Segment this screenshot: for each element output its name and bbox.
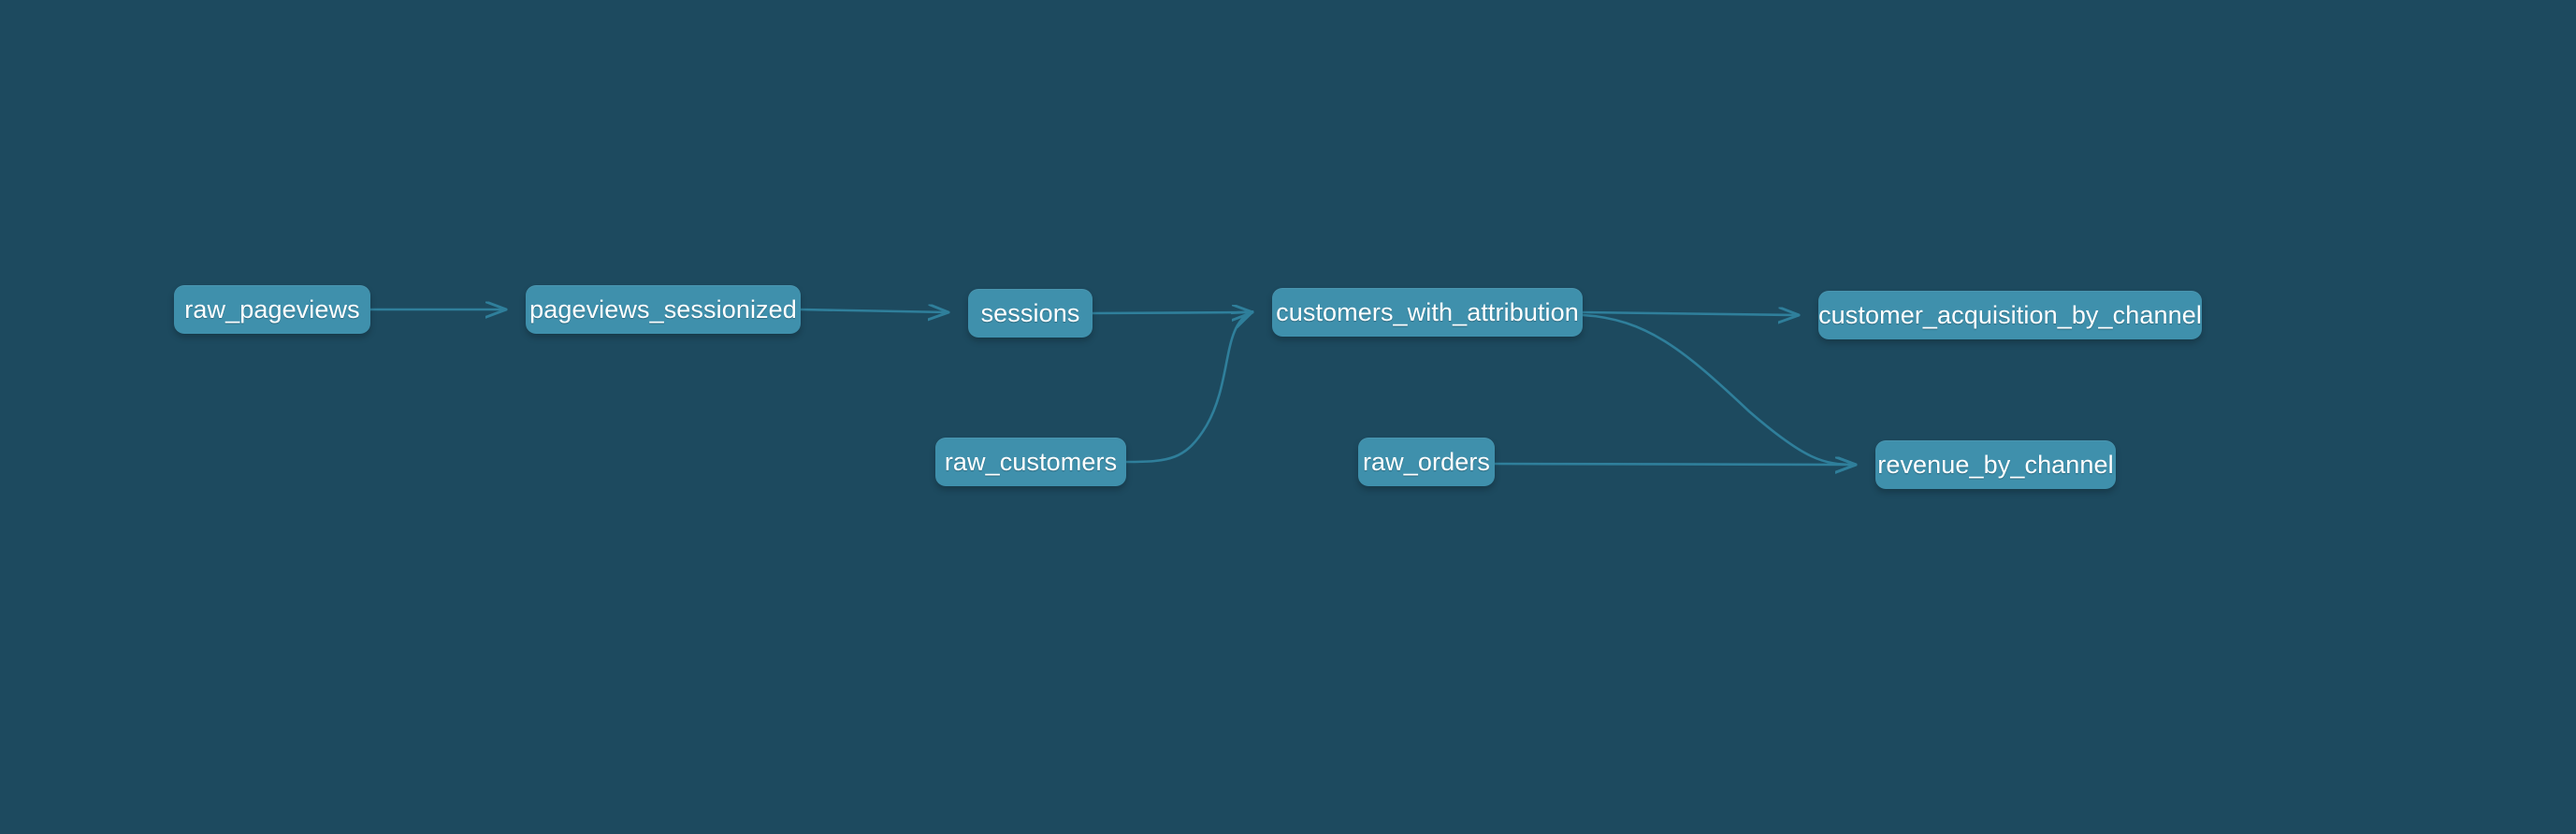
edge-sessions-to-customers_with_attribution: [1091, 312, 1252, 313]
edge-customers_with_attribution-to-customer_acquisition_by_channel: [1581, 312, 1798, 315]
node-customer_acquisition_by_channel[interactable]: customer_acquisition_by_channel: [1818, 291, 2202, 339]
node-pageviews_sessionized[interactable]: pageviews_sessionized: [526, 285, 801, 334]
node-label-revenue_by_channel: revenue_by_channel: [1877, 450, 2114, 479]
node-label-raw_pageviews: raw_pageviews: [184, 295, 360, 324]
edge-raw_customers-to-customers_with_attribution: [1124, 312, 1252, 464]
edge-customers_with_attribution-to-revenue_by_channel: [1581, 313, 1855, 465]
node-label-raw_orders: raw_orders: [1362, 447, 1491, 476]
node-sessions[interactable]: sessions: [968, 289, 1093, 338]
node-label-raw_customers: raw_customers: [944, 447, 1118, 476]
node-label-pageviews_sessionized: pageviews_sessionized: [529, 295, 797, 324]
edge-raw_orders-to-revenue_by_channel: [1493, 464, 1855, 465]
node-label-customer_acquisition_by_channel: customer_acquisition_by_channel: [1818, 300, 2202, 329]
node-customers_with_attribution[interactable]: customers_with_attribution: [1272, 288, 1583, 337]
node-label-sessions: sessions: [980, 298, 1080, 327]
node-revenue_by_channel[interactable]: revenue_by_channel: [1875, 440, 2116, 489]
node-label-customers_with_attribution: customers_with_attribution: [1276, 297, 1579, 326]
node-raw_orders[interactable]: raw_orders: [1358, 438, 1495, 486]
node-raw_pageviews[interactable]: raw_pageviews: [174, 285, 370, 334]
edge-pageviews_sessionized-to-sessions: [799, 309, 948, 312]
node-raw_customers[interactable]: raw_customers: [935, 438, 1126, 486]
